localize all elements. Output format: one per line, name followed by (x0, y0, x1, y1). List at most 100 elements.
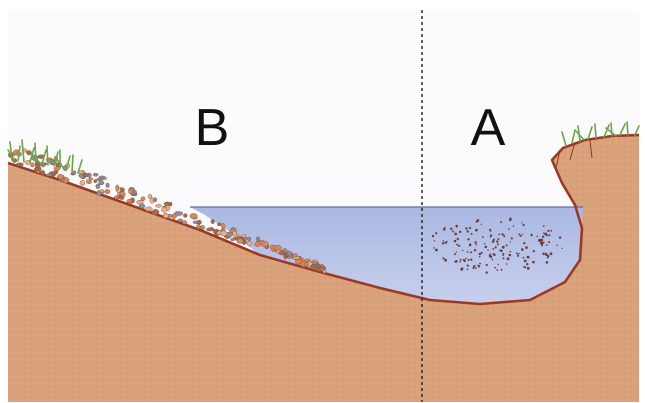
sediment-dot (471, 233, 473, 235)
sediment-dot (503, 257, 505, 259)
sediment-dot (473, 265, 475, 267)
sediment-dot (460, 259, 462, 261)
sediment-dot (487, 250, 488, 251)
pebble (94, 179, 97, 182)
sediment-dot (497, 243, 499, 245)
sediment-dot (485, 246, 488, 249)
sediment-dot (548, 241, 550, 243)
sediment-dot (454, 240, 457, 243)
label-a: A (471, 99, 506, 157)
sediment-dot (500, 221, 502, 223)
sediment-dot (435, 249, 438, 252)
sediment-dot (475, 229, 478, 232)
sediment-dot (455, 260, 458, 263)
sediment-dot (456, 244, 458, 246)
sediment-dot (518, 253, 520, 255)
sediment-dot (468, 259, 470, 261)
sediment-dot (490, 236, 491, 237)
sediment-dot (562, 248, 563, 249)
pebble (93, 173, 98, 176)
sediment-dot (513, 225, 515, 227)
pebble (57, 174, 64, 179)
sediment-dot (526, 263, 528, 265)
sediment-dot (450, 228, 452, 230)
sediment-dot (474, 241, 476, 243)
pebble (153, 198, 157, 202)
sediment-dot (470, 259, 472, 261)
pebble (80, 180, 85, 185)
sediment-dot (533, 250, 535, 252)
pebble (100, 189, 104, 193)
sediment-dot (547, 230, 549, 232)
sediment-dot (509, 219, 512, 222)
sediment-dot (500, 250, 503, 253)
sediment-dot (494, 267, 496, 269)
sediment-dot (556, 245, 558, 247)
sediment-dot (463, 259, 465, 261)
sediment-dot (497, 238, 499, 240)
pebble (275, 245, 282, 250)
pebble (285, 254, 288, 257)
pebble (118, 195, 123, 199)
sediment-dot (509, 254, 512, 257)
sediment-dot (510, 241, 511, 242)
sediment-dot (481, 224, 482, 225)
sediment-dot (530, 234, 532, 236)
sediment-dot (545, 254, 547, 256)
sediment-dot (469, 227, 471, 229)
sediment-dot (508, 228, 510, 230)
sediment-dot (493, 239, 495, 241)
sediment-dot (511, 237, 513, 239)
sediment-dot (502, 246, 505, 249)
pebble (279, 251, 286, 255)
pebble (197, 224, 200, 229)
pebble (16, 163, 23, 166)
sediment-dot (465, 227, 467, 229)
sediment-dot (443, 228, 446, 231)
sediment-dot (486, 264, 488, 266)
pebble (306, 259, 311, 262)
sediment-dot (474, 249, 476, 251)
sediment-dot (454, 253, 456, 255)
sediment-dot (492, 259, 494, 261)
sediment-dot (458, 245, 460, 247)
sediment-dot (546, 244, 548, 246)
pebble (38, 167, 41, 172)
pebble (247, 241, 252, 246)
pebble (83, 173, 89, 177)
sediment-dot (528, 256, 530, 258)
pebble (54, 167, 60, 171)
sediment-dot (470, 243, 472, 245)
sediment-dot (476, 221, 478, 223)
sediment-dot (467, 265, 469, 267)
pebble (105, 189, 110, 193)
sediment-dot (467, 251, 469, 253)
pebble (190, 213, 197, 218)
sediment-dot (497, 269, 499, 271)
pebble (163, 213, 169, 218)
sediment-dot (542, 236, 544, 238)
sediment-dot (468, 239, 469, 240)
sediment-dot (444, 259, 447, 262)
pebble (116, 185, 119, 190)
pebble (139, 204, 145, 209)
sediment-dot (544, 233, 547, 236)
sediment-dot (434, 240, 435, 241)
sediment-dot (495, 246, 497, 248)
sediment-dot (432, 235, 434, 237)
sediment-dot (523, 266, 524, 267)
pebble (41, 170, 45, 175)
sediment-dot (527, 267, 530, 270)
pebble (183, 214, 187, 218)
pebble (217, 223, 221, 226)
pebble (145, 207, 152, 211)
sediment-dot (489, 255, 492, 258)
sediment-dot (501, 233, 503, 235)
sediment-dot (479, 263, 481, 265)
sediment-dot (498, 234, 500, 236)
sediment-dot (507, 257, 510, 260)
pebble (261, 241, 268, 247)
sediment-dot (433, 247, 435, 249)
sediment-dot (542, 253, 545, 256)
